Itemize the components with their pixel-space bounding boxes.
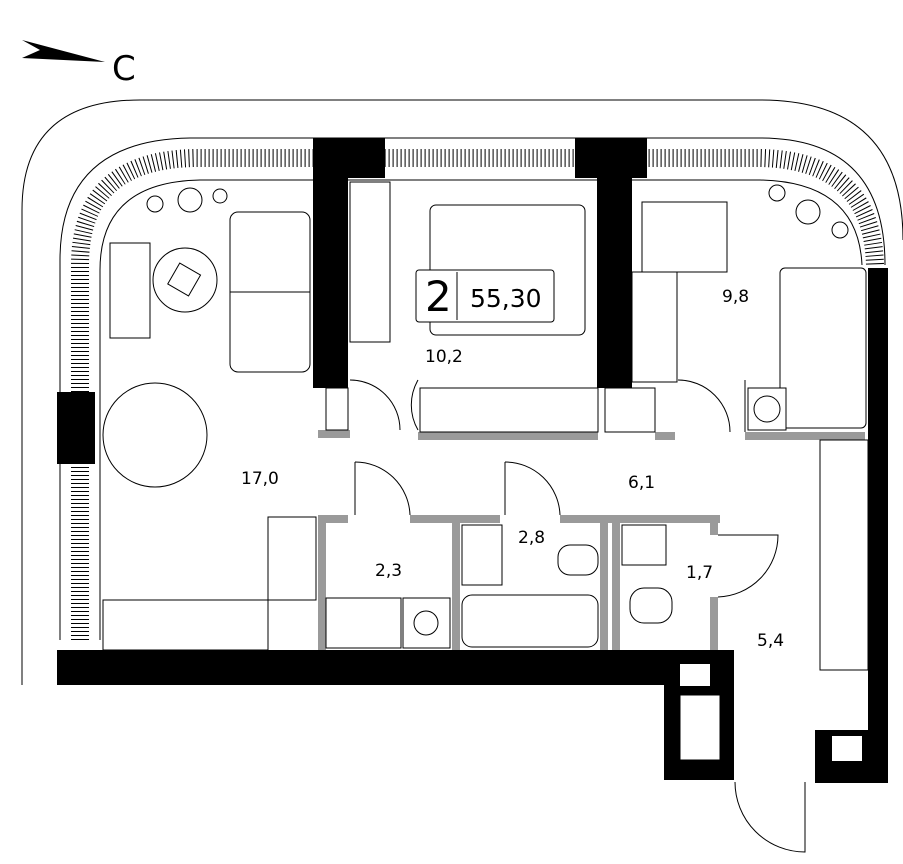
balcony-rail-inner bbox=[99, 179, 863, 640]
total-area: 55,30 bbox=[470, 284, 542, 313]
walls bbox=[57, 138, 888, 783]
room-area-storage: 2,3 bbox=[375, 561, 402, 581]
room-area-bedroom-2: 9,8 bbox=[722, 287, 749, 307]
room-area-toilet: 1,7 bbox=[686, 563, 713, 583]
room-area-hallway: 6,1 bbox=[628, 473, 655, 493]
balcony-hatch bbox=[71, 149, 884, 640]
room-area-bathroom: 2,8 bbox=[518, 528, 545, 548]
room-area-bedroom-1: 10,2 bbox=[425, 347, 463, 367]
partitions bbox=[318, 430, 865, 650]
compass-label: С bbox=[112, 49, 136, 89]
furniture bbox=[102, 181, 869, 671]
doors bbox=[349, 379, 806, 853]
terrace-outline bbox=[21, 99, 903, 685]
room-count: 2 bbox=[425, 272, 452, 321]
balcony-rail bbox=[59, 137, 886, 640]
plant-icon bbox=[146, 184, 849, 239]
room-area-entrance: 5,4 bbox=[757, 631, 784, 651]
north-arrow-icon bbox=[22, 40, 105, 62]
room-area-living: 17,0 bbox=[241, 469, 279, 489]
apartment-badge: 2 55,30 bbox=[415, 269, 555, 323]
